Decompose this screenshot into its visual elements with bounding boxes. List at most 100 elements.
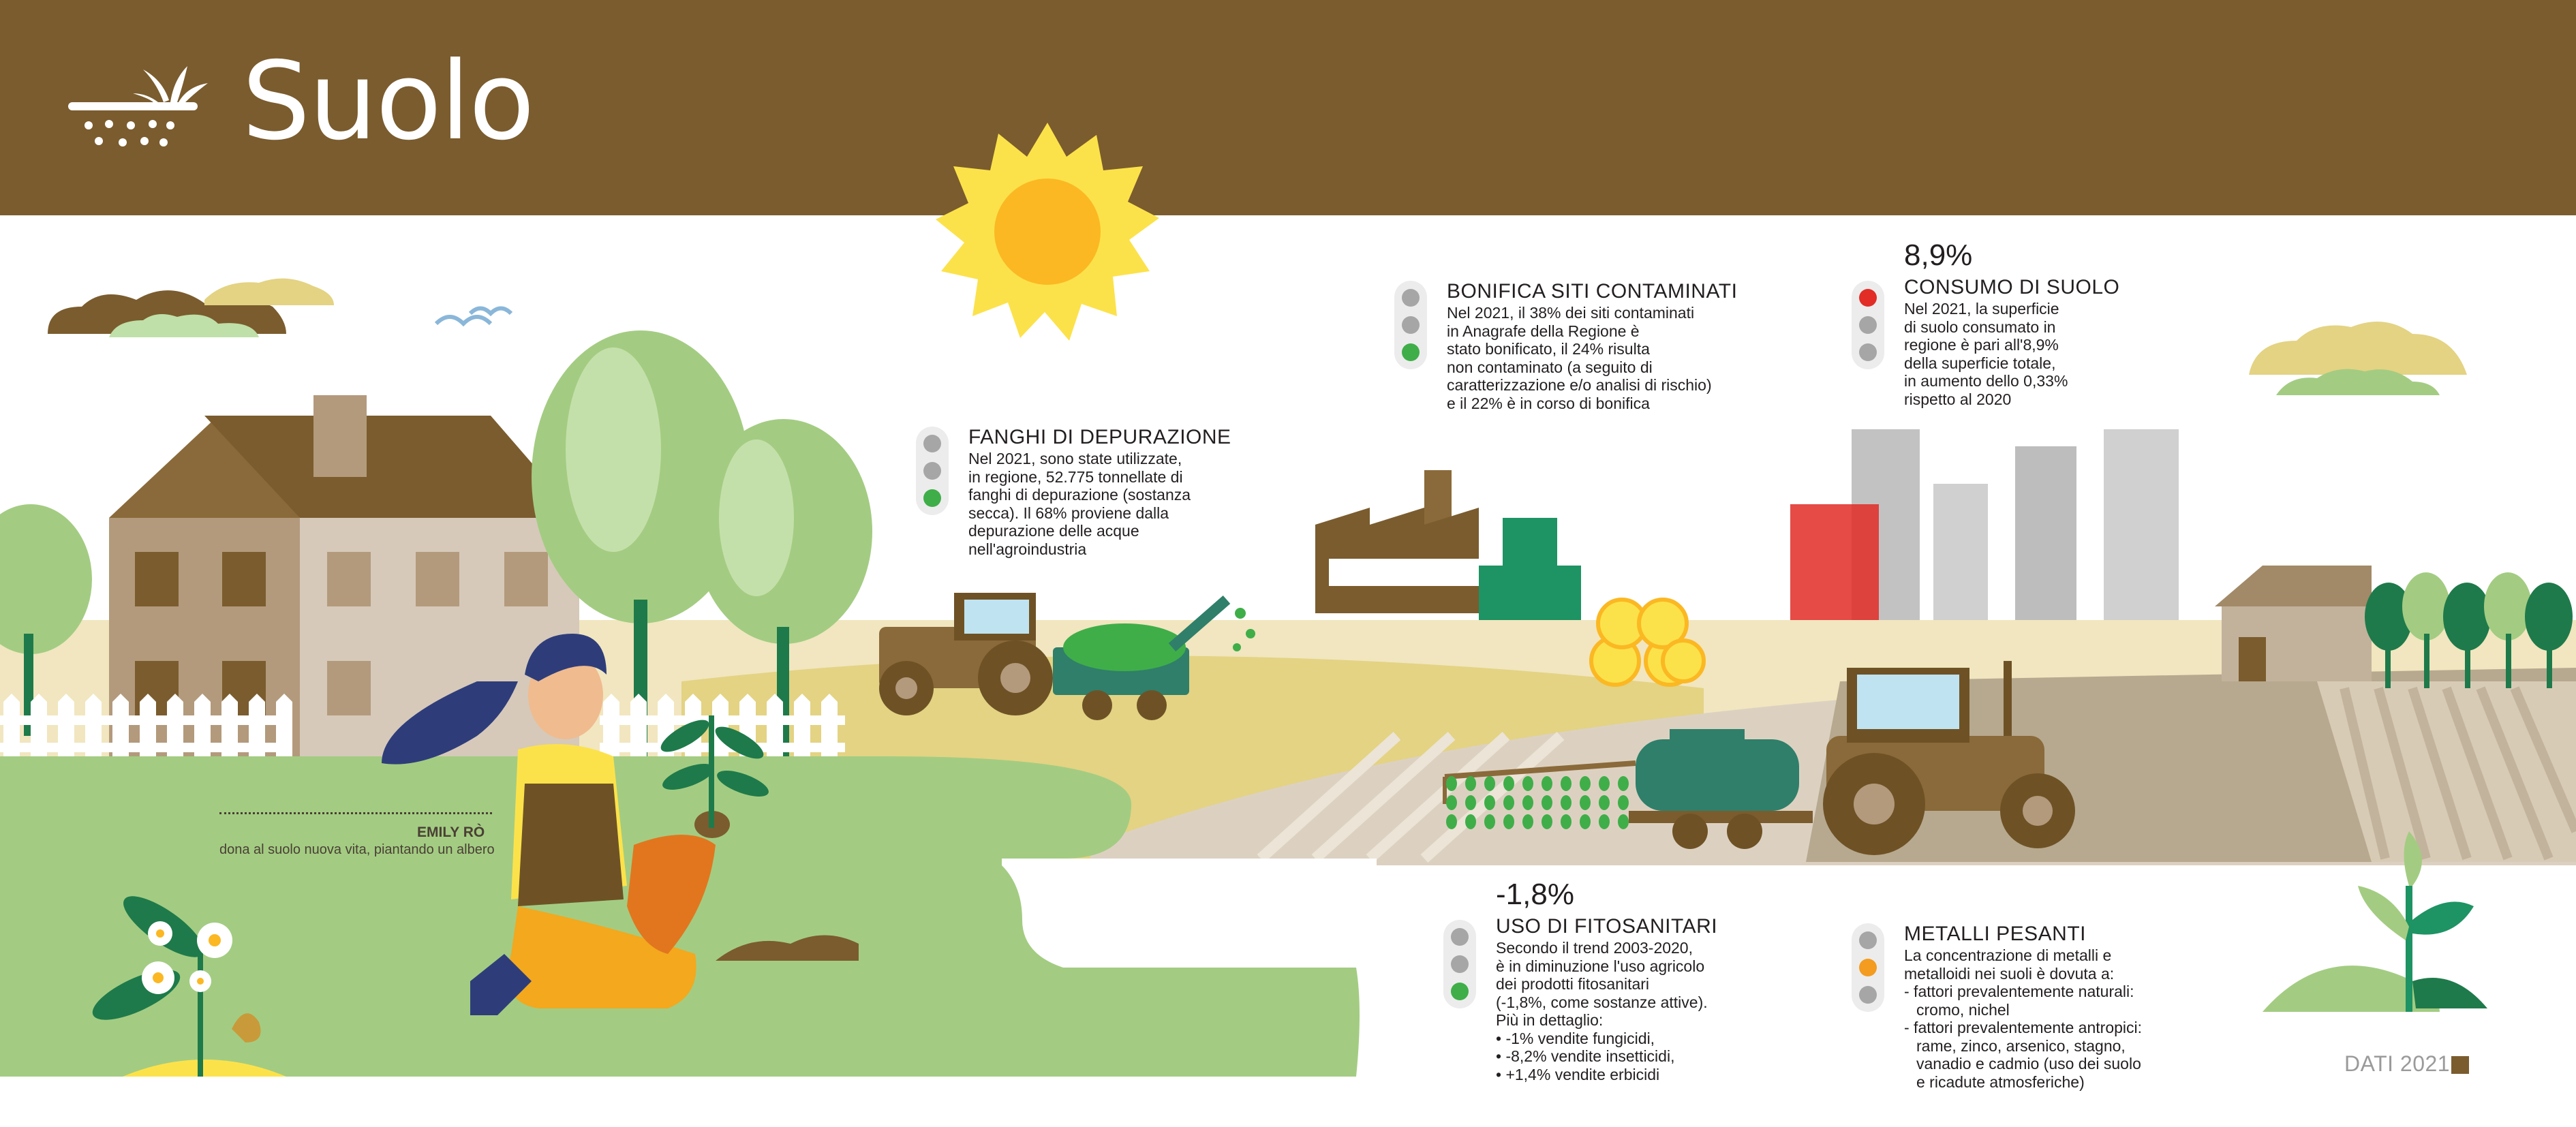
sprout-icon (2263, 831, 2487, 1012)
spray-drop (1446, 795, 1457, 810)
indicator-consumo: 8,9% CONSUMO DI SUOLO Nel 2021, la super… (1904, 238, 2119, 408)
traffic-light-consumo (1852, 281, 1884, 369)
indicator-body-3: della superficie totale, (1904, 354, 2056, 372)
traffic-light-fanghi (916, 427, 949, 515)
spray-drop (1484, 776, 1495, 791)
indicator-body-2: regione è pari all'8,9% (1904, 336, 2059, 354)
spray-drop (1599, 814, 1610, 829)
indicator-body-7: • +1,4% vendite erbicidi (1496, 1065, 1660, 1083)
brown-square-icon (2451, 1056, 2469, 1074)
fence-picket (194, 694, 211, 767)
traffic-light-bonifica (1394, 281, 1427, 369)
fence-picket (249, 694, 265, 767)
indicator-body-4: depurazione delle acque (968, 522, 1139, 540)
indicator-body-0: La concentrazione di metalli e (1904, 946, 2112, 964)
indicator-body-5: rispetto al 2020 (1904, 390, 2012, 408)
spray-drop (1503, 776, 1514, 791)
indicator-body-4: in aumento dello 0,33% (1904, 372, 2068, 390)
trees-right (2365, 572, 2573, 688)
spray-drop (1580, 776, 1591, 791)
fence (0, 694, 845, 767)
fence-picket (603, 694, 619, 767)
cloud-left (48, 278, 334, 337)
indicator-value: 8,9% (1904, 238, 1973, 272)
traffic-light-metalli (1852, 923, 1884, 1012)
indicator-body-5: nell'agroindustria (968, 540, 1087, 558)
indicator-title: BONIFICA SITI CONTAMINATI (1447, 280, 1738, 303)
light-red-on (1859, 289, 1877, 307)
spray-drop (1618, 795, 1629, 810)
indicator-value: -1,8% (1496, 878, 1574, 911)
indicator-fitosanitari: -1,8% USO DI FITOSANITARI Secondo il tre… (1496, 878, 1717, 1083)
spray-drop (1522, 814, 1533, 829)
indicator-body-2: dei prodotti fitosanitari (1496, 975, 1650, 993)
credit-name: EMILY RÒ (417, 824, 485, 840)
fence-picket (140, 694, 156, 767)
indicator-title: CONSUMO DI SUOLO (1904, 276, 2120, 298)
indicator-body-3: (-1,8%, come sostanze attive). (1496, 993, 1708, 1011)
header-bar (0, 0, 2576, 215)
spray-drop (1503, 795, 1514, 810)
credit-divider (219, 812, 492, 814)
soil-mound (716, 935, 859, 961)
indicator-metalli: METALLI PESANTI La concentrazione di met… (1904, 922, 2142, 1091)
fence-picket (31, 694, 47, 767)
fence-picket (794, 694, 810, 767)
barn-right (2215, 566, 2372, 681)
spray-drop (1503, 814, 1514, 829)
indicator-body-5: • -1% vendite fungicidi, (1496, 1029, 1655, 1047)
indicator-bonifica: BONIFICA SITI CONTAMINATI Nel 2021, il 3… (1447, 279, 1737, 412)
spray-drop (1542, 776, 1552, 791)
spray-drop (1561, 776, 1571, 791)
spray-drop (1446, 814, 1457, 829)
spray-drops (1446, 776, 1629, 829)
indicator-body-2: fanghi di depurazione (sostanza (968, 486, 1191, 504)
spray-drop (1484, 795, 1495, 810)
data-year-label: DATI 2021 (2344, 1051, 2451, 1076)
spray-drop (1542, 795, 1552, 810)
indicator-body-2: stato bonificato, il 24% risulta (1447, 340, 1650, 358)
spray-drop (1522, 776, 1533, 791)
spray-drop (1446, 776, 1457, 791)
flowers (92, 896, 286, 1077)
indicator-title: USO DI FITOSANITARI (1496, 915, 1718, 938)
bottom-white (0, 1077, 1363, 1127)
white-curve (1002, 859, 1356, 957)
spray-drop (1465, 795, 1476, 810)
spray-drop (1599, 776, 1610, 791)
traffic-light-fitosanitari (1443, 920, 1476, 1008)
light-green-on (1451, 983, 1469, 1000)
fence-picket (821, 694, 838, 767)
indicator-title: METALLI PESANTI (1904, 923, 2087, 945)
credit-caption: dona al suolo nuova vita, piantando un a… (219, 842, 495, 857)
indicator-title: FANGHI DI DEPURAZIONE (968, 426, 1231, 448)
field-stripes (2340, 686, 2576, 861)
spray-drop (1618, 776, 1629, 791)
indicator-body-1: è in diminuzione l'uso agricolo (1496, 957, 1705, 975)
spray-drop (1599, 795, 1610, 810)
indicator-body-3: cromo, nichel (1916, 1000, 2010, 1019)
light-green-on (1402, 343, 1420, 361)
factory (1315, 470, 1581, 620)
spray-drop (1484, 814, 1495, 829)
indicator-body-6: vanadio e cadmio (uso dei suolo (1916, 1055, 2141, 1072)
spray-drop (1465, 814, 1476, 829)
spray-drop (1618, 814, 1629, 829)
indicator-body-3: secca). Il 68% proviene dalla (968, 504, 1169, 522)
fence-picket (276, 694, 292, 767)
trees-left (0, 330, 872, 756)
girl-planting (382, 634, 769, 1015)
spray-drop (1542, 814, 1552, 829)
indicator-body-4: Più in dettaglio: (1496, 1011, 1604, 1029)
indicator-body-1: di suolo consumato in (1904, 318, 2056, 336)
fence-picket (630, 694, 647, 767)
fence-picket (221, 694, 238, 767)
spray-drop (1580, 795, 1591, 810)
fence-picket (3, 694, 20, 767)
indicator-body-2: - fattori prevalentemente naturali: (1904, 983, 2134, 1000)
city (1790, 429, 2179, 620)
indicator-body-3: non contaminato (a seguito di (1447, 358, 1653, 376)
fence-picket (167, 694, 183, 767)
indicator-body-4: - fattori prevalentemente antropici: (1904, 1019, 2143, 1036)
